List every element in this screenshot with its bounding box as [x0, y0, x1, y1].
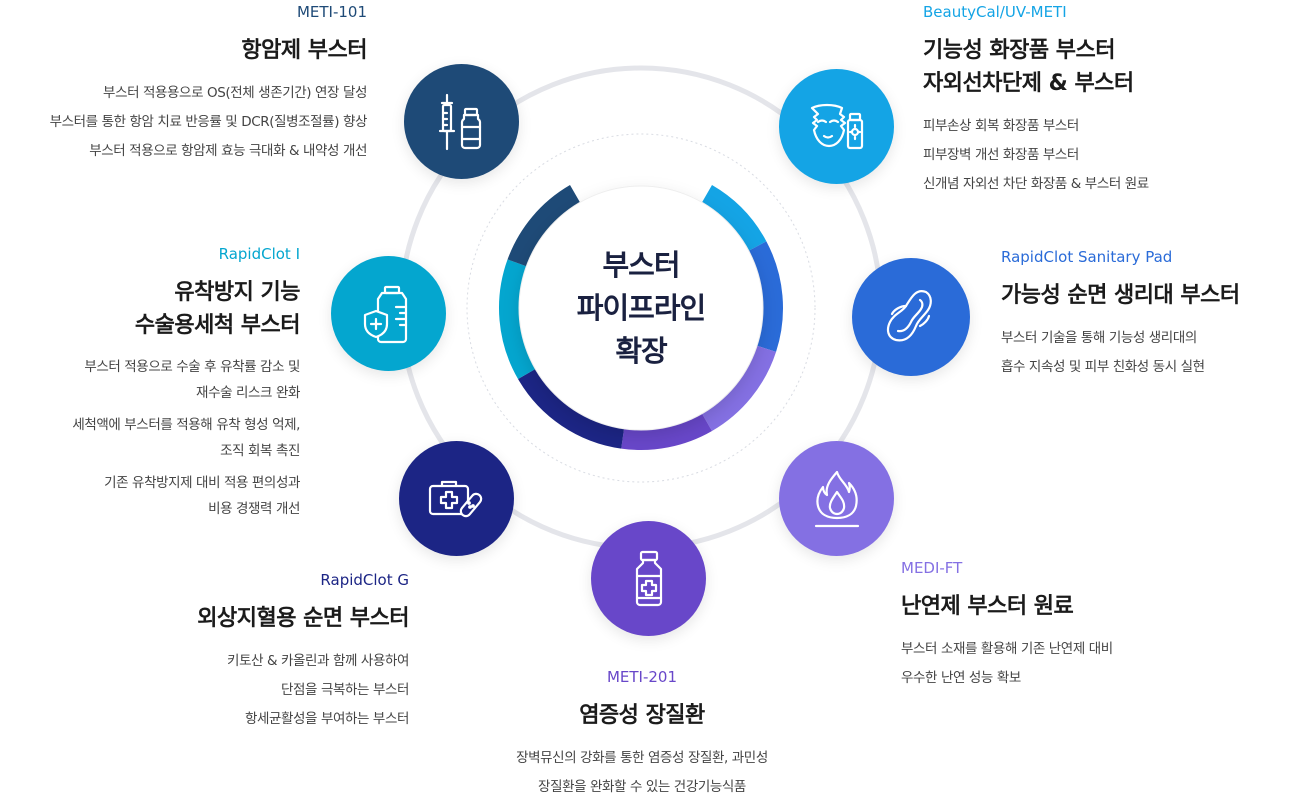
desc-line: 부스터 기술을 통해 기능성 생리대의	[1001, 330, 1197, 346]
first-aid-kit-icon	[428, 480, 482, 517]
item-code: METI-201	[606, 668, 678, 686]
ring-arc-segment	[499, 259, 536, 379]
center-disc	[518, 185, 764, 431]
ring-arc-segment	[701, 185, 767, 251]
desc-line: 장벽뮤신의 강화를 통한 염증성 장질환, 과민성	[516, 750, 768, 766]
flame-icon	[814, 470, 859, 527]
item-title: 기능성 화장품 부스터 자외선차단제 & 부스터	[923, 38, 1134, 96]
node-rapidclot-sanitary-pad	[852, 258, 970, 376]
item-desc-list: 부스터 기술을 통해 기능성 생리대의 흡수 지속성 및 피부 친화성 동시 실…	[1001, 324, 1296, 382]
item-title: 항암제 부스터	[241, 38, 367, 63]
block-rapidclot-g: RapidClot G 외상지혈용 순면 부스터 키토산 & 카올린과 함께 사…	[89, 570, 409, 734]
desc-line: 신개념 자외선 차단 화장품 & 부스터 원료	[923, 176, 1149, 192]
face-mask-sunscreen-icon	[810, 103, 863, 149]
syringe-vial-icon	[438, 93, 481, 150]
item-title: 가능성 순면 생리대 부스터	[1001, 283, 1240, 308]
bottle-shield-icon	[363, 285, 407, 343]
desc-line: 재수술 리스크 완화	[196, 385, 300, 401]
node-meti-201	[591, 521, 706, 636]
item-desc-list: 부스터 적용용으로 OS(전체 생존기간) 연장 달성 부스터를 통한 항암 치…	[0, 79, 368, 166]
item-code: METI-101	[296, 3, 367, 21]
node-meti-101	[404, 64, 519, 179]
desc-line: 키토산 & 카올린과 함께 사용하여	[227, 653, 409, 669]
item-desc-list: 부스터 소재를 활용해 기존 난연제 대비 우수한 난연 성능 확보	[901, 635, 1241, 693]
desc-line: 장질환을 완화할 수 있는 건강기능식품	[538, 779, 746, 795]
desc-line: 항세균활성을 부여하는 부스터	[244, 711, 409, 727]
ring-arc-segment	[518, 368, 625, 449]
desc-line: 피부장벽 개선 화장품 부스터	[923, 147, 1079, 163]
item-code: MEDI-FT	[901, 559, 963, 577]
desc-line: 세척액에 부스터를 적용해 유착 형성 억제,	[72, 417, 300, 433]
desc-line: 조직 회복 촉진	[220, 443, 300, 459]
item-title: 유착방지 기능 수술용세척 부스터	[134, 280, 301, 338]
block-meti-101: METI-101 항암제 부스터 부스터 적용용으로 OS(전체 생존기간) 연…	[0, 2, 368, 166]
item-code: RapidClot Sanitary Pad	[1001, 248, 1173, 266]
item-code: RapidClot I	[218, 245, 300, 263]
desc-line: 우수한 난연 성능 확보	[901, 670, 1021, 686]
sanitary-pad-icon	[886, 290, 932, 342]
gradient-arc-ring	[499, 185, 783, 450]
desc-line: 부스터 소재를 활용해 기존 난연제 대비	[901, 641, 1113, 657]
item-code: BeautyCal/UV-METI	[923, 3, 1067, 21]
desc-line: 부스터 적용으로 항암제 효능 극대화 & 내약성 개선	[89, 143, 367, 159]
ring-arc-segment	[507, 185, 581, 267]
node-medi-ft	[779, 441, 894, 556]
dotted-ring	[466, 133, 816, 483]
item-code: RapidClot G	[320, 571, 409, 589]
desc-line: 부스터 적용으로 수술 후 유착률 감소 및	[84, 359, 300, 375]
ring-arc-segment	[701, 345, 777, 431]
node-rapidclot-g	[399, 441, 514, 556]
center-title: 부스터 파이프라인 확장	[576, 247, 706, 368]
desc-line: 흡수 지속성 및 피부 친화성 동시 실현	[1001, 359, 1205, 375]
desc-line: 단점을 극복하는 부스터	[281, 682, 409, 698]
block-medi-ft: MEDI-FT 난연제 부스터 원료 부스터 소재를 활용해 기존 난연제 대비…	[901, 558, 1241, 693]
desc-line: 피부손상 회복 화장품 부스터	[923, 118, 1079, 134]
item-desc-list: 부스터 적용으로 수술 후 유착률 감소 및 재수술 리스크 완화 세척액에 부…	[0, 354, 300, 522]
desc-line: 부스터 적용용으로 OS(전체 생존기간) 연장 달성	[103, 85, 367, 101]
block-rapidclot-sanitary-pad: RapidClot Sanitary Pad 가능성 순면 생리대 부스터 부스…	[1001, 247, 1296, 382]
item-desc-list: 키토산 & 카올린과 함께 사용하여 단점을 극복하는 부스터 항세균활성을 부…	[89, 647, 409, 734]
item-title: 외상지혈용 순면 부스터	[197, 606, 409, 631]
desc-line: 비용 경쟁력 개선	[208, 501, 300, 517]
item-desc-list: 장벽뮤신의 강화를 통한 염증성 장질환, 과민성 장질환을 완화할 수 있는 …	[442, 744, 842, 802]
medicine-bottle-icon	[635, 550, 662, 606]
node-rapidclot-i	[331, 256, 446, 371]
block-meti-201: METI-201 염증성 장질환 장벽뮤신의 강화를 통한 염증성 장질환, 과…	[442, 667, 842, 802]
node-beautycal-uv-meti	[779, 69, 894, 184]
ring-arc-segment	[748, 241, 783, 352]
ring-arc-segment	[621, 413, 712, 450]
item-desc-list: 피부손상 회복 화장품 부스터 피부장벽 개선 화장품 부스터 신개념 자외선 …	[923, 112, 1293, 199]
block-beautycal-uv-meti: BeautyCal/UV-METI 기능성 화장품 부스터 자외선차단제 & 부…	[923, 2, 1293, 199]
item-title: 난연제 부스터 원료	[901, 594, 1074, 619]
item-title: 염증성 장질환	[579, 703, 705, 728]
desc-line: 부스터를 통한 항암 치료 반응률 및 DCR(질병조절률) 향상	[49, 114, 368, 130]
block-rapidclot-i: RapidClot I 유착방지 기능 수술용세척 부스터 부스터 적용으로 수…	[0, 244, 300, 522]
desc-line: 기존 유착방지제 대비 적용 편의성과	[104, 475, 300, 491]
